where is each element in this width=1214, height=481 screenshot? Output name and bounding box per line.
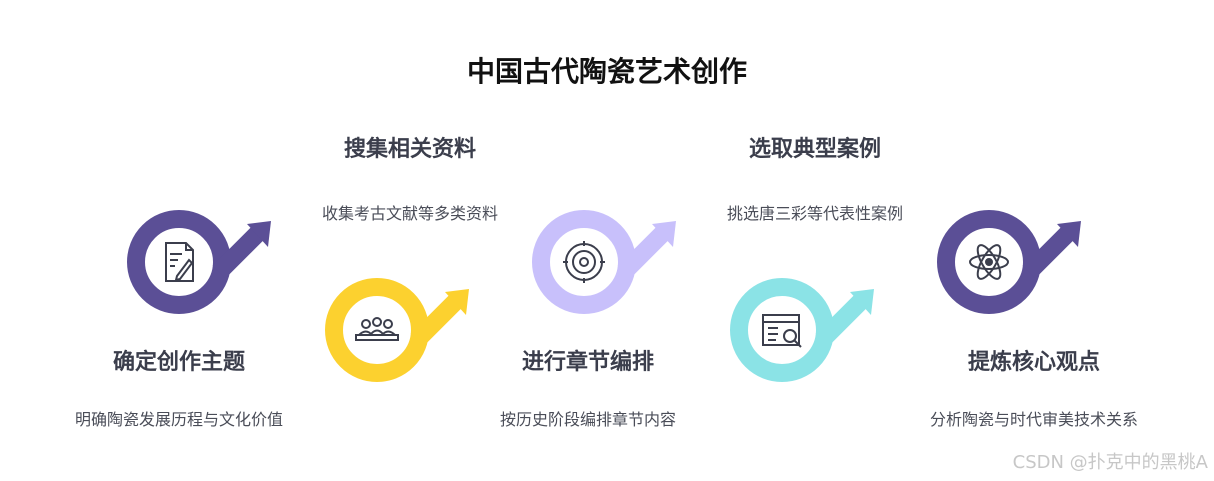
step-2-desc: 收集考古文献等多类资料	[321, 204, 498, 223]
step-3-title: 进行章节编排	[521, 350, 654, 375]
step-4-desc: 挑选唐三彩等代表性案例	[726, 204, 903, 223]
step-1-desc: 明确陶瓷发展历程与文化价值	[74, 410, 283, 429]
search-document-icon	[762, 314, 802, 348]
step-4-marker	[730, 278, 874, 382]
step-3-marker	[532, 210, 676, 314]
step-3-desc: 按历史阶段编排章节内容	[499, 410, 676, 429]
step-5-title: 提炼核心观点	[967, 350, 1100, 375]
step-4-title: 选取典型案例	[748, 137, 881, 162]
step-1-title: 确定创作主题	[112, 350, 245, 375]
page-title: 中国古代陶瓷艺术创作	[466, 55, 747, 88]
step-5-marker	[937, 210, 1081, 314]
atom-icon	[969, 244, 1009, 280]
target-icon	[563, 241, 605, 283]
step-2-title: 搜集相关资料	[343, 137, 476, 162]
step-1-marker	[127, 210, 271, 314]
step-5-desc: 分析陶瓷与时代审美技术关系	[929, 410, 1138, 429]
step-2-marker	[325, 278, 469, 382]
watermark: CSDN @扑克中的黑桃A	[1012, 452, 1208, 473]
team-meeting-icon	[355, 317, 399, 341]
document-edit-icon	[165, 242, 194, 282]
